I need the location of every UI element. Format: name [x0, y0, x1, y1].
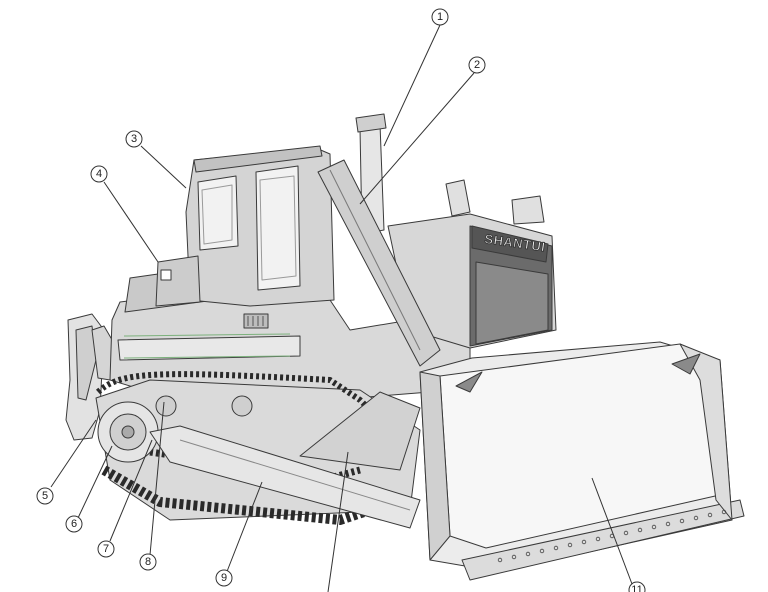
- cab-window-left: [197, 175, 239, 251]
- track-chain: [95, 371, 383, 423]
- svg-text:4: 4: [96, 168, 102, 180]
- callout-8: 8: [139, 553, 157, 571]
- cab-door-window: [255, 165, 301, 291]
- callout-7: 7: [97, 540, 115, 558]
- svg-text:3: 3: [131, 133, 137, 145]
- callout-3: 3: [125, 130, 143, 148]
- bulldozer-illustration: SHANTUI: [65, 113, 745, 581]
- callout-2: 2: [468, 56, 486, 74]
- svg-text:2: 2: [474, 59, 480, 71]
- svg-text:5: 5: [42, 490, 48, 502]
- svg-text:6: 6: [71, 518, 77, 530]
- callout-6: 6: [65, 515, 83, 533]
- svg-text:7: 7: [103, 543, 109, 555]
- callout-1: 1: [431, 8, 449, 26]
- svg-text:1: 1: [437, 11, 443, 23]
- lift-cylinder: [317, 159, 441, 367]
- callout-4: 4: [90, 165, 108, 183]
- callout-11: 11: [628, 581, 646, 592]
- svg-text:8: 8: [145, 556, 151, 568]
- callout-9: 9: [215, 569, 233, 587]
- callout-5: 5: [36, 487, 54, 505]
- svg-text:9: 9: [221, 572, 227, 584]
- svg-text:11: 11: [631, 584, 642, 592]
- leader-lines: [50, 24, 633, 592]
